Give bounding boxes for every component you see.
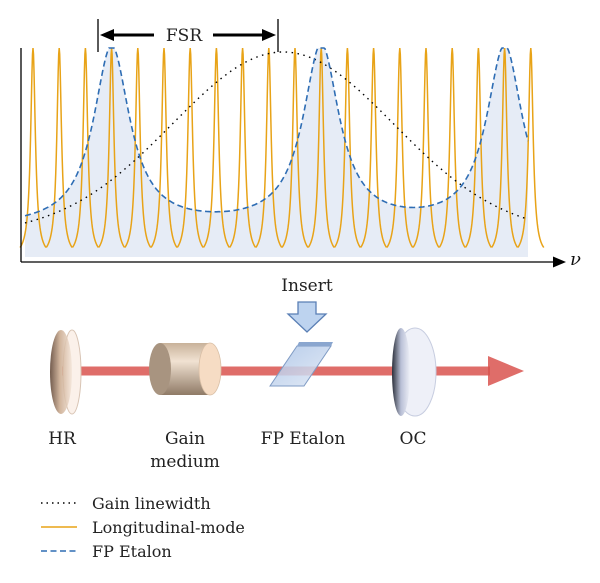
fp-etalon-edge — [297, 342, 333, 346]
gain-label-line2: medium — [150, 452, 220, 472]
longitudinal-mode-peak — [255, 47, 283, 248]
etalon-label: FP Etalon — [261, 429, 346, 449]
gain-medium-back-face — [149, 343, 171, 395]
longitudinal-mode-peak — [281, 47, 309, 248]
longitudinal-mode-peak — [71, 47, 100, 248]
insert-indicator: Insert — [281, 276, 333, 333]
fsr-indicator: FSR — [97, 19, 279, 52]
longitudinal-mode-peak — [228, 47, 257, 248]
fp-etalon-plate — [269, 345, 332, 387]
longitudinal-mode-peak — [124, 47, 152, 248]
longitudinal-mode-peak — [386, 47, 414, 248]
gain-medium — [149, 342, 222, 396]
longitudinal-mode-peak — [464, 47, 493, 248]
fsr-left-arrowhead — [100, 29, 114, 41]
longitudinal-mode-peak — [45, 47, 73, 248]
spectrum-plot: ν FSR — [19, 19, 581, 270]
longitudinal-mode-peak — [438, 47, 466, 248]
longitudinal-mode-peak — [202, 47, 231, 248]
fsr-label: FSR — [166, 26, 203, 46]
etalon-fill-area — [25, 48, 528, 257]
gain-medium-front-face — [198, 342, 222, 396]
hr-mirror-edge — [50, 330, 72, 414]
hr-mirror — [50, 329, 82, 415]
oc-label: OC — [400, 429, 427, 449]
fsr-right-arrowhead — [262, 29, 276, 41]
longitudinal-mode-peak — [517, 47, 545, 248]
longitudinal-mode-peak — [359, 47, 388, 248]
insert-label: Insert — [281, 276, 333, 296]
component-labels: HR Gain medium FP Etalon OC — [48, 429, 426, 472]
laser-cavity — [50, 327, 524, 417]
legend-gain-label: Gain linewidth — [92, 494, 211, 513]
hr-label: HR — [48, 429, 77, 449]
longitudinal-mode-peak — [176, 47, 204, 248]
longitudinal-modes — [19, 47, 545, 248]
longitudinal-mode-peak — [490, 47, 519, 248]
longitudinal-mode-peak — [150, 47, 178, 248]
fp-etalon — [269, 342, 333, 387]
x-axis-symbol: ν — [570, 249, 581, 270]
insert-arrow-icon — [286, 301, 328, 333]
legend-mode-label: Longitudinal-mode — [92, 518, 245, 537]
longitudinal-mode-peak — [333, 47, 362, 248]
longitudinal-mode-peak — [19, 47, 47, 248]
longitudinal-mode-peak — [412, 47, 440, 248]
oc-mirror — [392, 327, 437, 417]
legend-etalon-label: FP Etalon — [92, 542, 172, 561]
oc-mirror-edge — [392, 328, 410, 416]
x-axis-arrowhead — [553, 256, 566, 268]
fp-etalon-curve — [24, 47, 529, 217]
beam-output-arrowhead — [488, 356, 524, 386]
gain-label-line1: Gain — [165, 429, 205, 449]
legend: Gain linewidth Longitudinal-mode FP Etal… — [41, 494, 245, 561]
